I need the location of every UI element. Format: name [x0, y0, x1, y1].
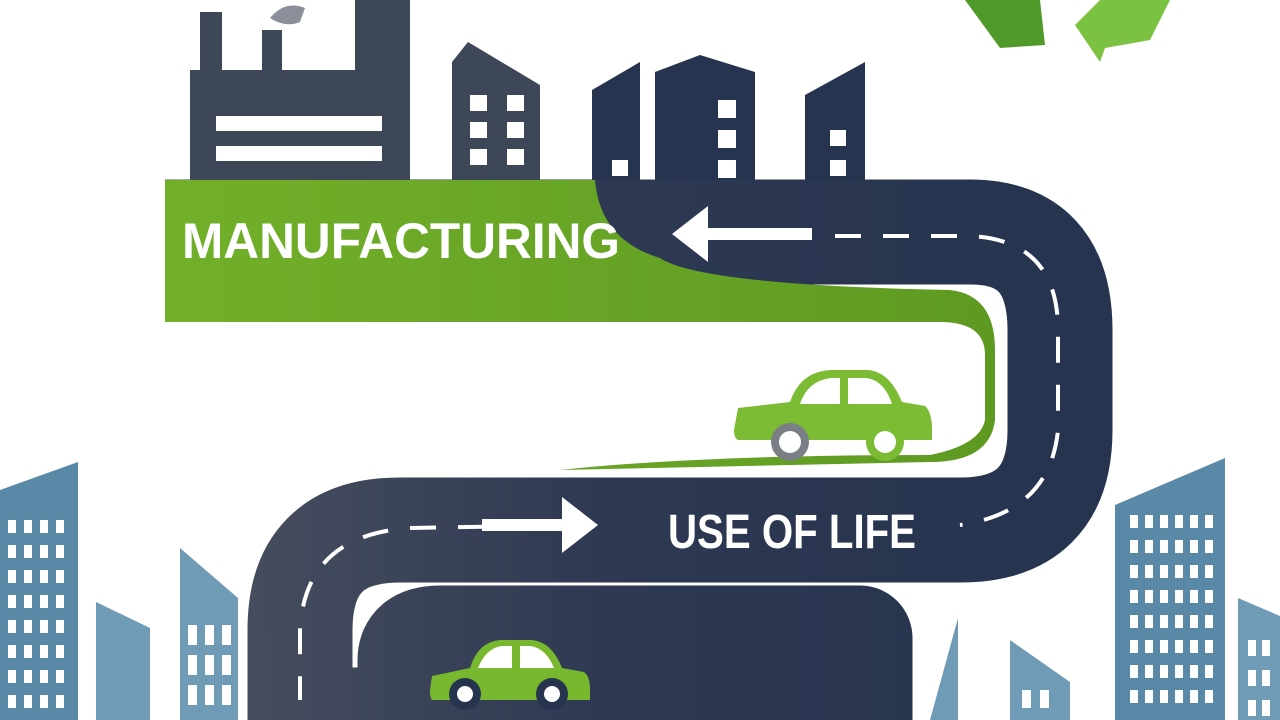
- road-center-line: [298, 234, 1060, 700]
- car-icon: [430, 640, 590, 710]
- recycle-icon: [965, 0, 1170, 62]
- use-of-life-label: USE OF LIFE: [668, 506, 916, 559]
- city-buildings-top: [592, 55, 865, 200]
- arrow-right-icon: [482, 497, 598, 553]
- car-icon: [734, 370, 932, 461]
- factory-icon: [190, 0, 540, 180]
- arrow-left-icon: [672, 206, 812, 262]
- road: [165, 179, 1113, 720]
- city-buildings-left: [0, 462, 238, 720]
- manufacturing-label: MANUFACTURING: [182, 213, 620, 269]
- city-buildings-right: [930, 458, 1280, 720]
- green-road-segment: [165, 180, 995, 470]
